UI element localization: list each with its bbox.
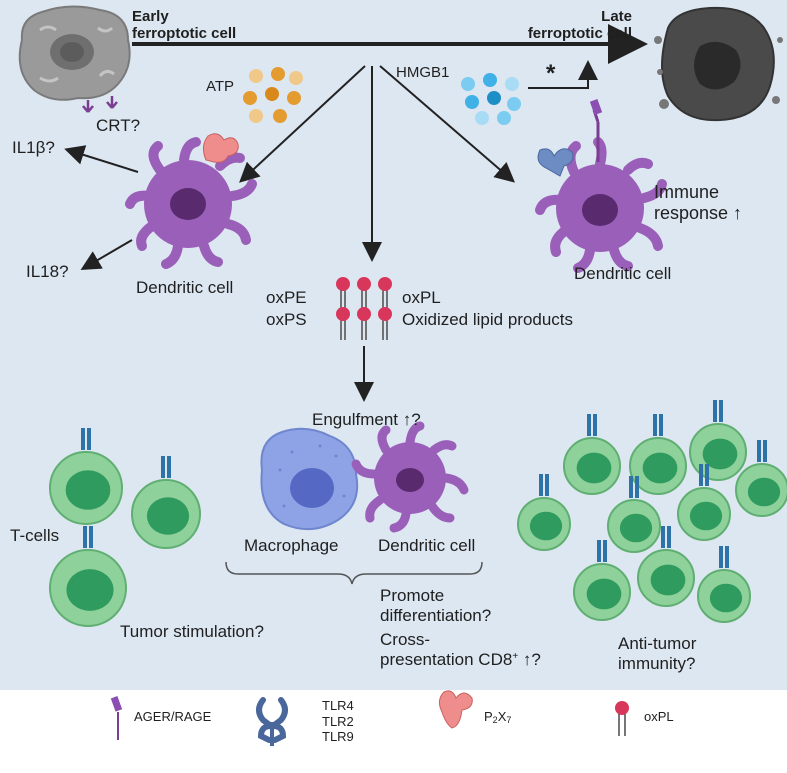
tcell-nucleus	[702, 438, 738, 470]
label-cross-presentation: Cross- presentation CD8+ ↑?	[380, 630, 541, 669]
legend-bar	[0, 690, 787, 773]
late-ferroptotic-cell	[654, 6, 783, 122]
label-star: *	[546, 60, 556, 87]
tcell-receptor	[545, 474, 549, 496]
label-tcells: T-cells	[10, 526, 60, 545]
tcell-nucleus	[586, 578, 622, 610]
tcell-receptor	[593, 414, 597, 436]
arrow-il18	[80, 239, 133, 271]
tcell-receptor	[89, 526, 93, 548]
tcells-right	[517, 400, 787, 623]
tcell-receptor	[763, 440, 767, 462]
tcell-nucleus	[689, 501, 723, 531]
label-oxps: oxPS	[266, 310, 307, 329]
tcell-receptor	[667, 526, 671, 548]
tcell-receptor	[603, 540, 607, 562]
tcell-receptor	[87, 428, 91, 450]
tcell-nucleus	[619, 513, 653, 543]
label-macrophage: Macrophage	[244, 536, 339, 555]
legend-label-tlr: TLR4 TLR2 TLR9	[322, 698, 354, 745]
label-immune-response: Immune response ↑	[654, 182, 743, 223]
tcell-receptor	[83, 526, 87, 548]
tcell-receptor	[629, 476, 633, 498]
tcell-nucleus	[642, 452, 678, 484]
legend-label-oxpl: oxPL	[644, 709, 674, 724]
tcell-nucleus	[747, 477, 781, 507]
oxpl-cluster	[336, 277, 392, 340]
label-hmgb1: HMGB1	[396, 64, 450, 81]
label-il1b: IL1β?	[12, 138, 55, 157]
tcell-receptor	[713, 400, 717, 422]
label-atp: ATP	[206, 78, 235, 95]
dendritic-cell-right	[535, 99, 667, 273]
arrow-il1b	[64, 145, 139, 173]
dendritic-cell-left	[125, 133, 257, 269]
tcell-receptor	[597, 540, 601, 562]
hmgb1-molecules	[461, 73, 521, 125]
tcell-nucleus	[146, 497, 190, 535]
legend-oxpl-icon	[615, 701, 629, 736]
legend-tlr-icon	[256, 697, 288, 746]
label-tumor-stimulation: Tumor stimulation?	[120, 622, 264, 641]
tcell-receptor	[587, 414, 591, 436]
atp-molecules	[243, 67, 303, 123]
label-late-ferroptotic-cell: Late ferroptotic cell	[527, 8, 632, 43]
macrophage	[260, 427, 359, 531]
dendritic-cell-bottom	[351, 421, 469, 533]
legend-label-p2x7: P2X7	[484, 709, 512, 725]
grouping-brace	[225, 561, 483, 585]
tcell-receptor	[725, 546, 729, 568]
tcell-nucleus	[529, 511, 563, 541]
tcell-receptor	[635, 476, 639, 498]
label-dendritic-cell-right: Dendritic cell	[574, 264, 672, 283]
label-oxpe: oxPE	[266, 288, 307, 307]
tcell-receptor	[167, 456, 171, 478]
tcell-receptor	[539, 474, 543, 496]
tcell-nucleus	[576, 452, 612, 484]
tcell-receptor	[81, 428, 85, 450]
label-dendritic-cell-left: Dendritic cell	[136, 278, 234, 297]
legend-ager-icon	[110, 696, 123, 740]
tcell-receptor	[699, 464, 703, 486]
label-engulfment: Engulfment ↑?	[312, 410, 421, 429]
tcell-nucleus	[709, 583, 743, 613]
tcell-receptor	[661, 526, 665, 548]
tcell-receptor	[653, 414, 657, 436]
tcells-left	[49, 428, 201, 627]
tcell-receptor	[719, 546, 723, 568]
label-oxpl: oxPL	[402, 288, 441, 307]
label-dendritic-cell-bottom: Dendritic cell	[378, 536, 476, 555]
tcell-receptor	[705, 464, 709, 486]
early-ferroptotic-cell	[18, 5, 131, 113]
label-il18: IL18?	[26, 262, 69, 281]
tcell-receptor	[161, 456, 165, 478]
label-oxidized-lipid-products: Oxidized lipid products	[402, 310, 574, 329]
tcell-receptor	[719, 400, 723, 422]
label-promote-differentiation: Promote differentiation?	[380, 586, 492, 625]
hmgb1-arrow	[528, 60, 598, 89]
tcell-receptor	[659, 414, 663, 436]
tcell-nucleus	[650, 564, 686, 596]
label-anti-tumor-immunity: Anti-tumor immunity?	[618, 634, 697, 673]
tcell-nucleus	[65, 470, 111, 510]
legend-p2x7-icon	[438, 690, 473, 729]
tcell-receptor	[757, 440, 761, 462]
tcell-nucleus	[66, 569, 114, 611]
label-early-ferroptotic-cell: Early ferroptotic cell	[132, 8, 237, 43]
label-crt: CRT?	[96, 116, 141, 135]
arrow-to-left-dc	[239, 65, 366, 183]
legend-label-ager: AGER/RAGE	[134, 709, 212, 724]
arrow-to-right-dc	[379, 65, 516, 183]
